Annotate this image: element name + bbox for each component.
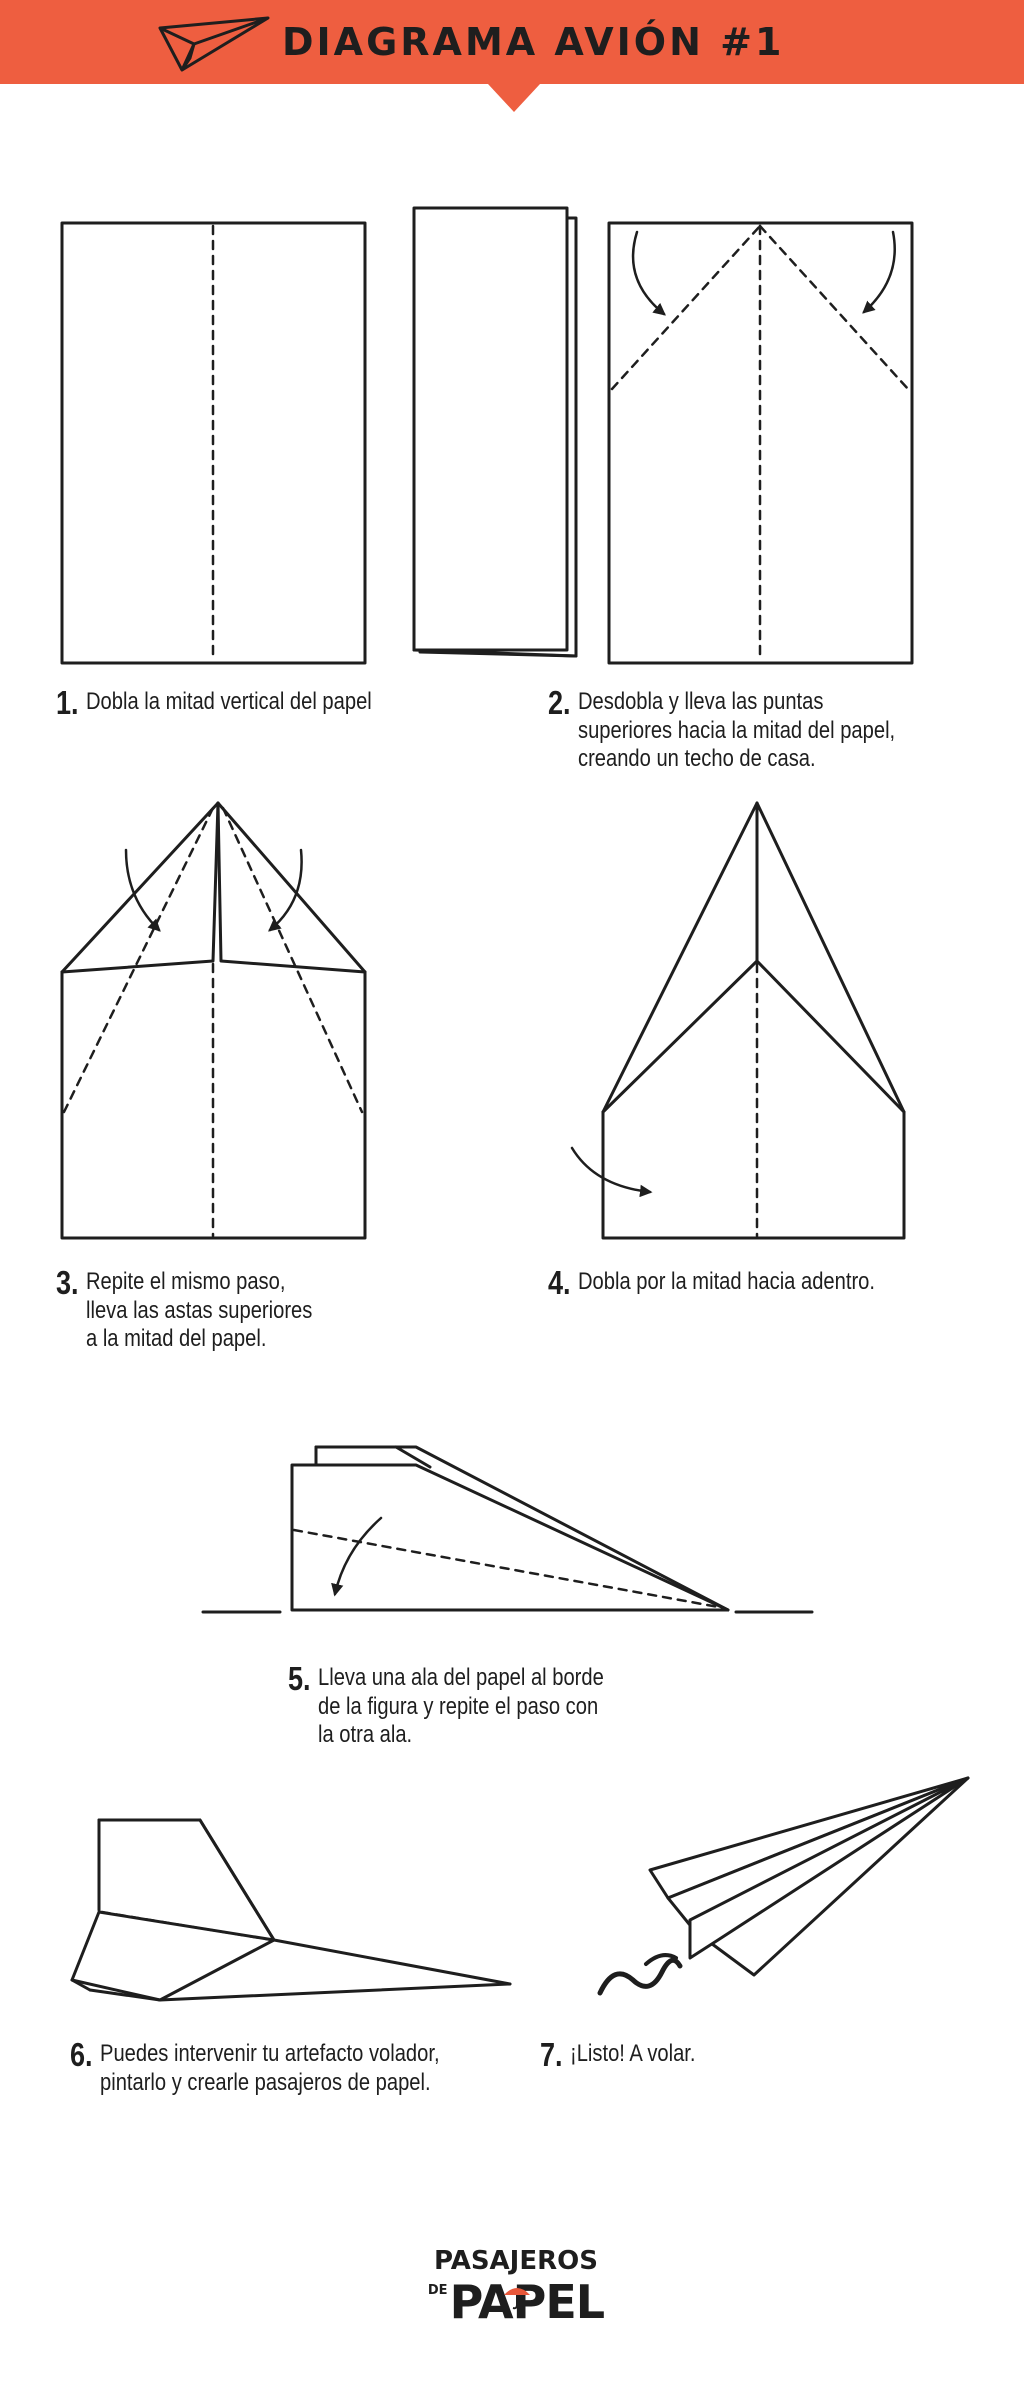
- header-banner-pointer: [488, 84, 540, 112]
- step-2-text: Desdobla y lleva las puntas superiores h…: [578, 688, 896, 772]
- step-1-text: Dobla la mitad vertical del papel: [86, 688, 372, 715]
- logo-big-word: PAPEL: [449, 2275, 606, 2329]
- step-3: 3. Repite el mismo paso, lleva las astas…: [56, 1264, 355, 1354]
- logo-small-word: DE: [427, 2283, 448, 2298]
- step-6: 6. Puedes intervenir tu artefacto volado…: [70, 2036, 504, 2097]
- step2-diagram: [607, 221, 914, 665]
- step-7: 7. ¡Listo! A volar.: [540, 2036, 719, 2073]
- step6-diagram: [70, 1818, 512, 2002]
- step-2-number: 2.: [548, 684, 571, 721]
- step-7-text: ¡Listo! A volar.: [570, 2040, 696, 2067]
- step-5-text: Lleva una ala del papel al borde de la f…: [318, 1664, 604, 1748]
- step7-diagram: [597, 1776, 970, 1996]
- step5-diagram: [201, 1445, 814, 1614]
- step-4-text: Dobla por la mitad hacia adentro.: [578, 1268, 875, 1295]
- step1-diagram: [60, 221, 367, 665]
- logo-umbrella-icon: [504, 2288, 530, 2310]
- step-4-number: 4.: [548, 1264, 571, 1301]
- step4-diagram: [570, 801, 906, 1240]
- paper-plane-icon: [158, 16, 270, 72]
- step-7-number: 7.: [540, 2036, 563, 2073]
- step-1-number: 1.: [56, 684, 79, 721]
- step-6-number: 6.: [70, 2036, 93, 2073]
- step1-folded-diagram: [412, 206, 578, 658]
- header-banner: [0, 0, 1024, 84]
- brand-logo: PASAJEROS DE PAPEL: [426, 2245, 606, 2325]
- step-3-text: Repite el mismo paso, lleva las astas su…: [86, 1268, 313, 1352]
- step-5: 5. Lleva una ala del papel al borde de l…: [288, 1660, 658, 1750]
- page-title: DIAGRAMA AVIÓN #1: [282, 20, 785, 64]
- step3-diagram: [60, 801, 367, 1240]
- step-3-number: 3.: [56, 1264, 79, 1301]
- step-6-text: Puedes intervenir tu artefacto volador, …: [100, 2040, 440, 2096]
- step-2: 2. Desdobla y lleva las puntas superiore…: [548, 684, 956, 774]
- step-1: 1. Dobla la mitad vertical del papel: [56, 684, 426, 721]
- logo-line-1: PASAJEROS: [434, 2246, 598, 2276]
- step-4: 4. Dobla por la mitad hacia adentro.: [548, 1264, 932, 1301]
- logo-line-2: DE PAPEL: [426, 2279, 606, 2325]
- step-5-number: 5.: [288, 1660, 311, 1697]
